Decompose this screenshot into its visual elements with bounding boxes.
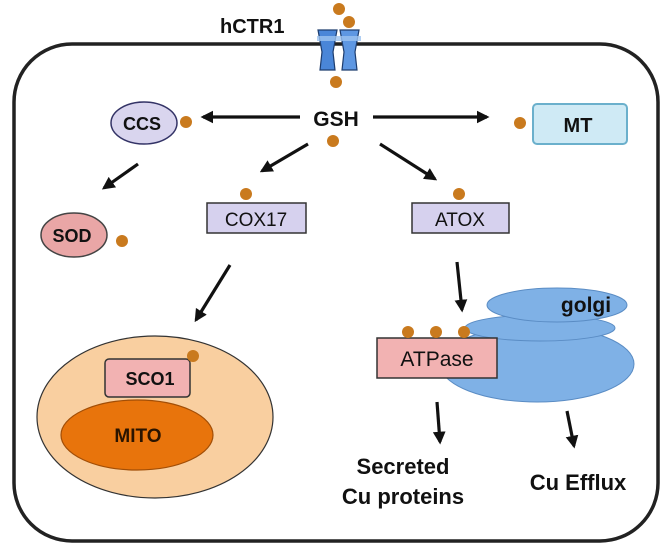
cox17-label: COX17 [225, 210, 287, 231]
arrow-atox-to-atpase [454, 261, 468, 313]
sco1-label: SCO1 [125, 369, 174, 389]
atpase-label: ATPase [400, 348, 473, 371]
golgi-label: golgi [561, 294, 611, 317]
mito-matrix [60, 399, 214, 471]
copper-dot [430, 326, 442, 338]
mt-node [532, 103, 628, 145]
copper-dot [343, 16, 355, 28]
arrow-ccs-to-sod [101, 162, 139, 190]
ccs-label: CCS [123, 114, 161, 134]
pathway-arrows [101, 110, 579, 449]
copper-dot [458, 326, 470, 338]
atpase-node [376, 337, 498, 379]
copper-dot [180, 116, 192, 128]
sod-node [40, 212, 108, 258]
arrow-cox17-to-mito [194, 264, 232, 323]
copper-dot [327, 135, 339, 147]
mt-label: MT [564, 115, 593, 137]
atox-node [411, 202, 510, 234]
copper-dot [240, 188, 252, 200]
arrow-gsh-to-cox17 [259, 142, 309, 173]
atox-label: ATOX [435, 210, 485, 231]
copper-dot [453, 188, 465, 200]
copper-dot [514, 117, 526, 129]
gsh-label: GSH [313, 108, 359, 131]
secreted-label-line2: Cu proteins [342, 484, 464, 509]
copper-dot [330, 76, 342, 88]
ccs-node [110, 101, 178, 145]
efflux-label: Cu Efflux [530, 470, 627, 495]
copper-dot [333, 3, 345, 15]
copper-dot [116, 235, 128, 247]
arrow-golgi-to-efflux [565, 410, 579, 449]
arrow-gsh-to-atox [379, 142, 438, 181]
secreted-label-line1: Secreted [357, 454, 450, 479]
copper-dot [187, 350, 199, 362]
mito-label: MITO [114, 426, 161, 447]
golgi-apparatus [439, 287, 635, 403]
hctr1-transporter [317, 3, 361, 88]
arrow-atpase-to-secreted [432, 401, 446, 445]
copper-dot [402, 326, 414, 338]
cox17-node [206, 202, 307, 234]
hctr1-label: hCTR1 [220, 16, 284, 38]
sco1-node [104, 358, 191, 398]
sod-label: SOD [52, 226, 91, 246]
